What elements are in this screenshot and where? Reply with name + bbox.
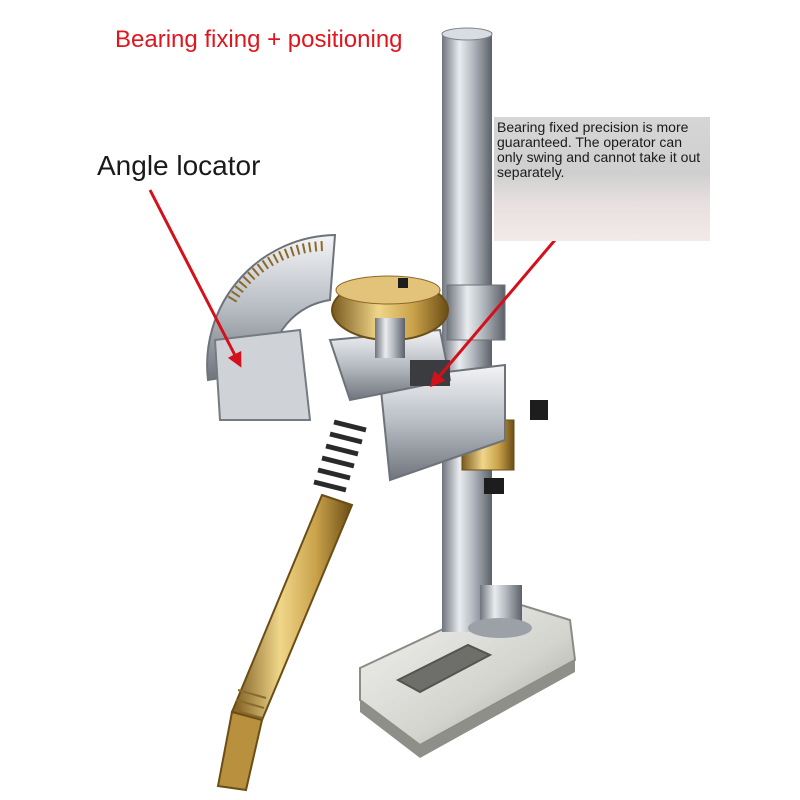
handpiece-handle <box>216 419 367 792</box>
angle-locator-protractor <box>206 233 337 421</box>
brass-gear-knob <box>331 275 449 358</box>
note-background <box>494 117 710 241</box>
bearing-arrow <box>430 239 557 388</box>
annotation-arrows <box>148 189 557 388</box>
swing-arm-block <box>328 328 506 482</box>
angle-locator-arrow <box>148 189 242 368</box>
angle-locator-label: Angle locator <box>97 150 261 181</box>
annotation-title: Bearing fixing + positioning <box>115 26 403 53</box>
bearing-note-text: Bearing fixed precision is more guarante… <box>497 119 701 180</box>
